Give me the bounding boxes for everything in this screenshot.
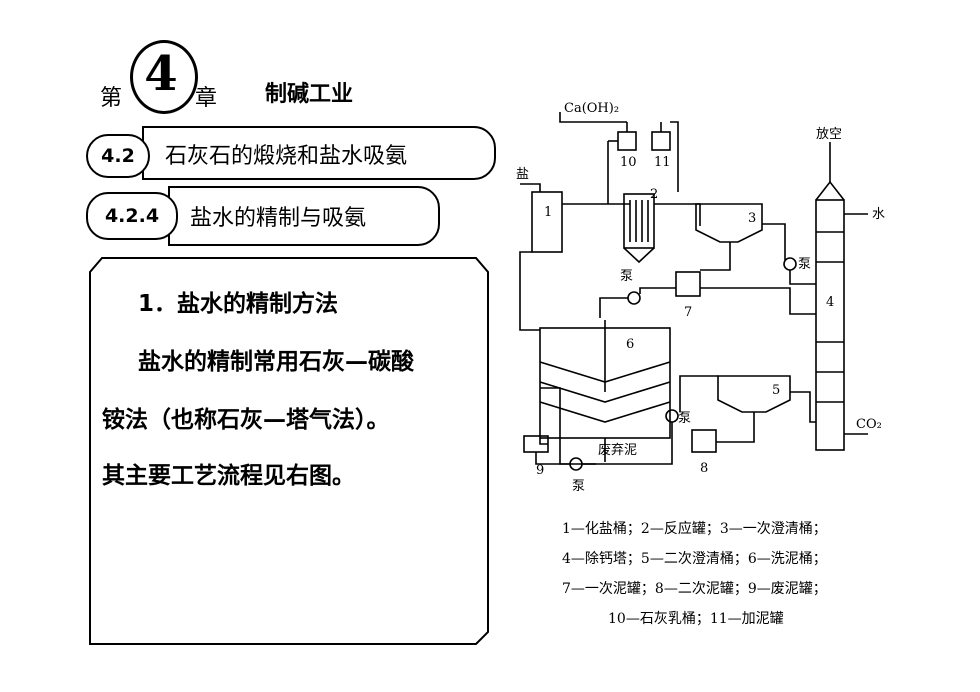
process-flow-diagram: Ca(OH)₂ 盐 放空 水 CO₂ 泵 泵 泵 泵 废弃泥 1 2 3 4 5… — [500, 92, 890, 656]
number-label: 1 — [544, 205, 552, 220]
caoh2-label: Ca(OH)₂ — [564, 101, 619, 116]
content-paragraph-line: 盐水的精制常用石灰—碳酸 — [138, 349, 414, 375]
section-title: 石灰石的煅烧和盐水吸氨 — [165, 144, 408, 169]
chapter-title: 制碱工业 — [265, 82, 354, 107]
number-label: 2 — [650, 187, 658, 202]
primary-mud-tank — [675, 271, 701, 297]
diagram-legend-line: 4—除钙塔；5—二次澄清桶；6—洗泥桶； — [562, 551, 827, 567]
waste-mud-label: 废弃泥 — [598, 442, 637, 458]
content-frame: 1．盐水的精制方法 盐水的精制常用石灰—碳酸 铵法（也称石灰—塔气法）。 其主要… — [88, 256, 490, 646]
salt-label: 盐 — [516, 167, 529, 182]
secondary-clarifier — [717, 375, 791, 413]
chapter-prefix: 第 — [100, 86, 123, 111]
number-label: 11 — [654, 155, 671, 170]
subsection-title: 盐水的精制与吸氨 — [190, 206, 367, 231]
number-label: 6 — [626, 337, 634, 352]
pump — [665, 409, 679, 423]
co2-label: CO₂ — [856, 417, 882, 432]
content-frame-border — [89, 257, 489, 645]
number-label: 7 — [684, 305, 692, 320]
pump-label: 泵 — [572, 479, 585, 494]
section-badge: 4.2 — [86, 134, 150, 178]
content-heading: 1．盐水的精制方法 — [138, 291, 339, 317]
vent-label: 放空 — [816, 127, 842, 142]
pump — [783, 257, 797, 271]
number-label: 10 — [620, 155, 637, 170]
reactor — [623, 193, 655, 249]
water-label: 水 — [872, 207, 885, 222]
pump-label: 泵 — [798, 257, 811, 272]
number-label: 3 — [748, 211, 756, 226]
lime-milk-tank — [617, 131, 637, 151]
content-paragraph: 其主要工艺流程见右图。 — [102, 463, 355, 489]
salt-dissolving-tank — [531, 191, 563, 253]
pump-label: 泵 — [678, 411, 691, 426]
number-label: 4 — [826, 295, 834, 310]
diagram-legend-line: 7—一次泥罐；8—二次泥罐；9—废泥罐； — [562, 581, 827, 597]
subsection-banner — [168, 186, 440, 246]
decalcifying-tower — [815, 199, 845, 451]
secondary-mud-tank — [691, 429, 717, 453]
number-label: 9 — [536, 463, 544, 478]
chapter-number-circle — [130, 40, 198, 114]
subsection-badge: 4.2.4 — [86, 192, 178, 240]
section-banner — [142, 126, 496, 180]
chapter-number: 4 — [144, 46, 178, 102]
chapter-suffix: 章 — [195, 86, 218, 111]
number-label: 8 — [700, 461, 708, 476]
pump-label: 泵 — [620, 269, 633, 284]
diagram-legend-line: 10—石灰乳桶；11—加泥罐 — [608, 611, 784, 627]
mud-feed-tank — [651, 131, 671, 151]
number-label: 5 — [772, 383, 780, 398]
content-paragraph-line: 铵法（也称石灰—塔气法）。 — [102, 407, 390, 433]
pump — [627, 291, 641, 305]
primary-clarifier — [695, 203, 763, 243]
flow-diagram-svg: Ca(OH)₂ 盐 放空 水 CO₂ 泵 泵 泵 泵 废弃泥 1 2 3 4 5… — [516, 101, 885, 494]
diagram-legend-line: 1—化盐桶；2—反应罐；3—一次澄清桶； — [562, 521, 827, 537]
